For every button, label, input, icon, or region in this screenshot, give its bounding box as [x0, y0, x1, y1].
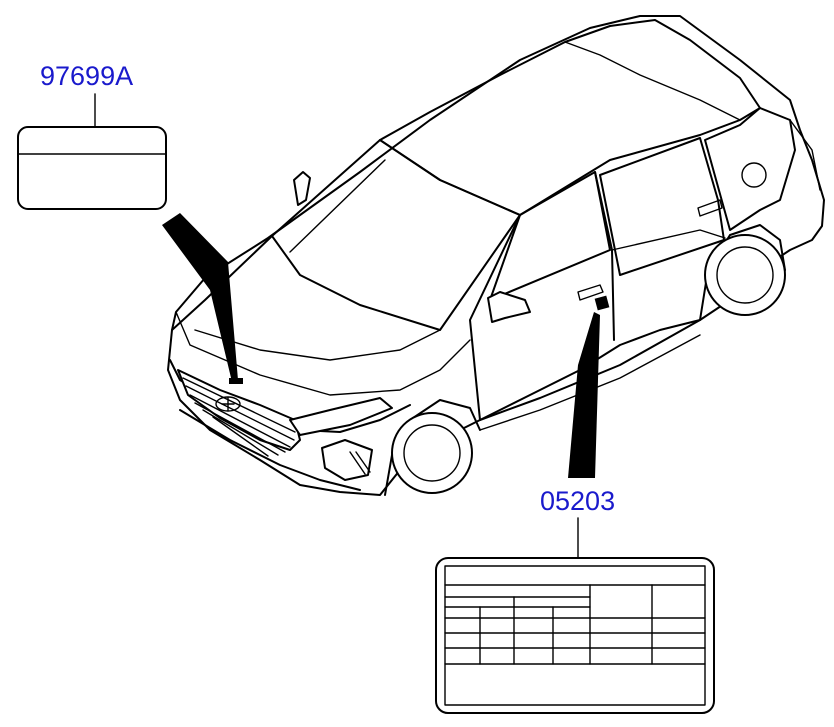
hood-label-tag-icon — [17, 126, 167, 210]
hood-label-part-number[interactable]: 97699A — [40, 61, 133, 91]
hood-leader-arrow — [162, 213, 238, 382]
brand-logo-icon — [215, 396, 241, 412]
door-leader-arrow — [568, 312, 600, 478]
door-label-spot — [594, 295, 610, 311]
door-label-callout: 05203 — [435, 486, 715, 714]
tire-pressure-placard-icon — [435, 557, 715, 714]
door-label-part-number[interactable]: 05203 — [540, 486, 615, 516]
hood-label-spot — [229, 378, 243, 384]
grille-bars — [182, 377, 296, 457]
car-outline — [167, 15, 825, 496]
hood-label-callout: 97699A — [17, 61, 167, 210]
fuel-door — [741, 162, 767, 188]
